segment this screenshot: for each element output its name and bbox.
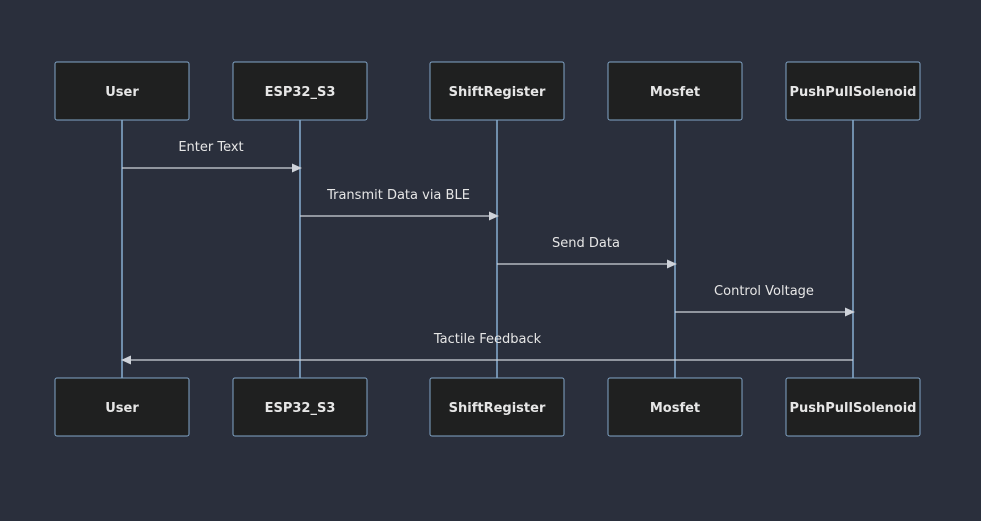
message-label: Transmit Data via BLE xyxy=(326,188,470,203)
actor-box xyxy=(607,377,743,437)
actor-label: Mosfet xyxy=(650,85,700,100)
actor-box xyxy=(785,61,921,121)
message-4: Control Voltage xyxy=(675,284,855,317)
arrowhead-icon xyxy=(489,211,499,221)
actor-label: User xyxy=(105,401,139,416)
actor-user-bottom: User xyxy=(54,377,190,437)
actor-label: Mosfet xyxy=(650,401,700,416)
actor-user-top: User xyxy=(54,61,190,121)
actor-box xyxy=(607,61,743,121)
actor-box xyxy=(429,377,565,437)
actor-box xyxy=(54,377,190,437)
actor-shift-top: ShiftRegister xyxy=(429,61,565,121)
arrowhead-icon xyxy=(292,163,302,173)
message-3: Send Data xyxy=(497,236,677,269)
actor-label: PushPullSolenoid xyxy=(790,85,917,100)
actor-label: ESP32_S3 xyxy=(265,85,336,100)
actor-box xyxy=(785,377,921,437)
actor-label: User xyxy=(105,85,139,100)
message-2: Transmit Data via BLE xyxy=(300,188,499,221)
arrowhead-icon xyxy=(845,307,855,317)
actor-label: ShiftRegister xyxy=(449,401,546,416)
lifelines xyxy=(121,120,854,378)
actor-solenoid-top: PushPullSolenoid xyxy=(785,61,921,121)
actor-box xyxy=(54,61,190,121)
actor-esp32-top: ESP32_S3 xyxy=(232,61,368,121)
actor-box xyxy=(232,377,368,437)
message-label: Enter Text xyxy=(178,140,243,155)
actor-box xyxy=(232,61,368,121)
actor-shift-bottom: ShiftRegister xyxy=(429,377,565,437)
actors: UserUserESP32_S3ESP32_S3ShiftRegisterShi… xyxy=(54,61,921,437)
message-label: Tactile Feedback xyxy=(433,332,542,347)
actor-label: ShiftRegister xyxy=(449,85,546,100)
actor-label: PushPullSolenoid xyxy=(790,401,917,416)
arrowhead-icon xyxy=(667,259,677,269)
actor-mosfet-bottom: Mosfet xyxy=(607,377,743,437)
message-1: Enter Text xyxy=(122,140,302,173)
actor-box xyxy=(429,61,565,121)
message-label: Control Voltage xyxy=(714,284,814,299)
message-label: Send Data xyxy=(552,236,620,251)
actor-esp32-bottom: ESP32_S3 xyxy=(232,377,368,437)
arrowhead-icon xyxy=(121,355,131,365)
actor-mosfet-top: Mosfet xyxy=(607,61,743,121)
actor-label: ESP32_S3 xyxy=(265,401,336,416)
actor-solenoid-bottom: PushPullSolenoid xyxy=(785,377,921,437)
message-5: Tactile Feedback xyxy=(121,332,853,365)
